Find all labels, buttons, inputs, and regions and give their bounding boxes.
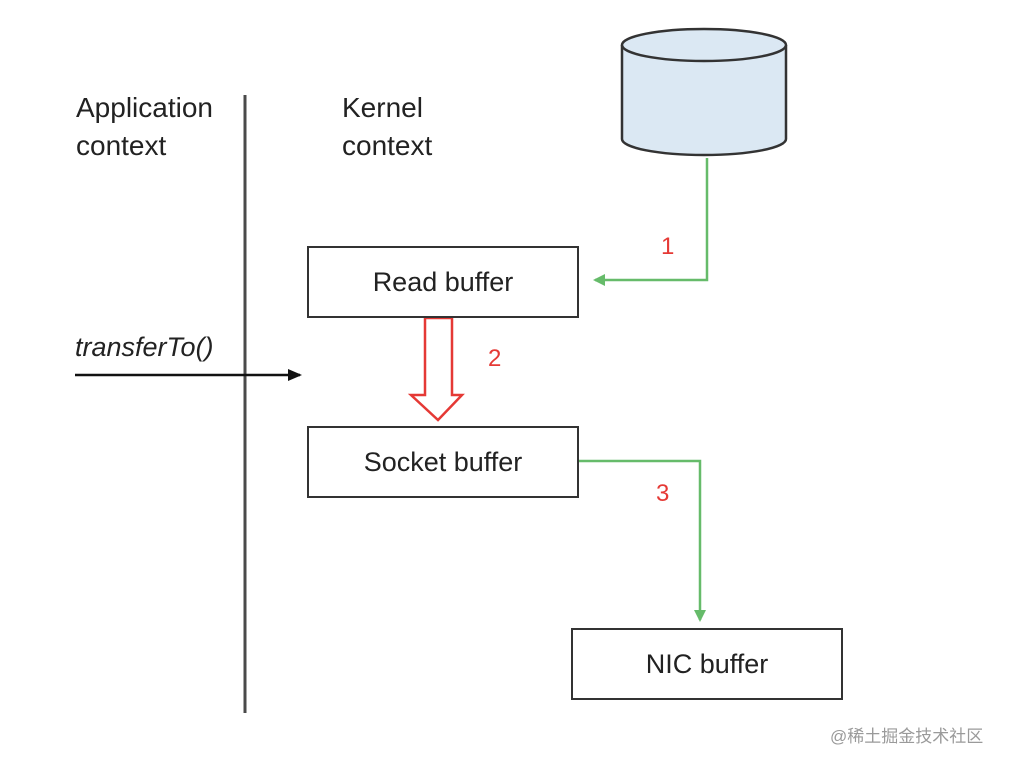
- socket-buffer-box: Socket buffer: [307, 426, 579, 498]
- transferto-call-label: transferTo(): [75, 332, 214, 362]
- nic-buffer-label: NIC buffer: [645, 648, 769, 679]
- disk-to-read-buffer-arrow: [593, 158, 709, 286]
- step-3-number: 3: [656, 480, 670, 507]
- read-buffer-label: Read buffer: [372, 266, 514, 297]
- step-2-number: 2: [488, 345, 502, 372]
- nic-buffer-box: NIC buffer: [571, 628, 843, 700]
- application-context-label: Application context: [76, 92, 213, 161]
- watermark-label: @稀土掘金技术社区: [830, 727, 984, 746]
- kernel-context-label: Kernel context: [342, 92, 433, 161]
- step-1-number: 1: [661, 233, 675, 260]
- socket-to-nic-buffer-arrow: [579, 459, 706, 622]
- disk-icon: [620, 27, 788, 157]
- read-buffer-box: Read buffer: [307, 246, 579, 318]
- read-to-socket-buffer-arrow: [407, 316, 465, 422]
- socket-buffer-label: Socket buffer: [363, 446, 523, 477]
